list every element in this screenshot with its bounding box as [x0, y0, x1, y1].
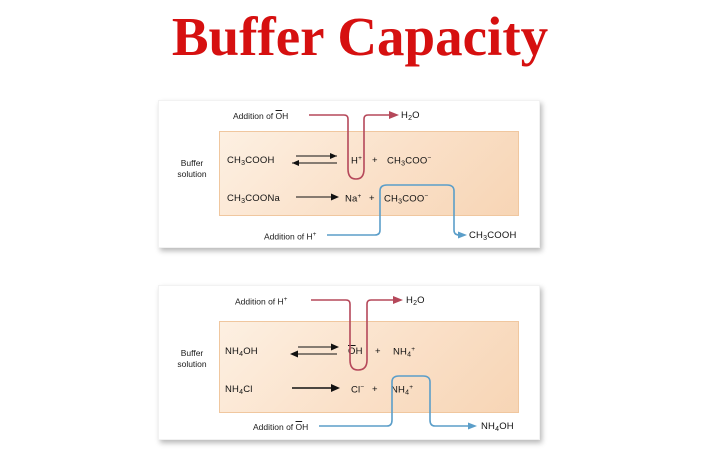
addition-of-proton-label-basic: Addition of H+ — [235, 296, 288, 307]
proton-species-acidic: H+ — [351, 155, 363, 167]
plus-sign-row1-acidic: + — [372, 155, 378, 166]
ammonium-chloride-formula: NH4Cl — [225, 384, 253, 396]
page-title: Buffer Capacity — [171, 6, 549, 67]
acetate-ion-row2: CH3COO− — [384, 193, 429, 206]
addition-of-hydroxide-label-acidic: Addition of OH — [233, 111, 289, 121]
basic-buffer-card: Buffer solution Addition of H+ H2O NH4OH… — [158, 285, 540, 440]
ammonium-ion-row2: NH4+ — [391, 384, 414, 397]
sodium-ion-species: Na+ — [345, 193, 362, 205]
plus-sign-row1-basic: + — [375, 346, 381, 357]
buffer-solution-label-basic: Buffer solution — [167, 348, 217, 370]
acetate-ion-row1: CH3COO− — [387, 155, 432, 168]
water-arrowhead-basic — [393, 296, 403, 304]
ammonium-hydroxide-formula: NH4OH — [225, 346, 258, 358]
water-product-label-acidic: H2O — [401, 110, 420, 122]
water-arrowhead-acidic — [389, 111, 399, 119]
water-product-label-basic: H2O — [406, 295, 425, 307]
addition-of-proton-label-acidic: Addition of H+ — [264, 231, 317, 242]
acetic-acid-arrowhead — [458, 231, 467, 239]
buffer-caption-line2-basic: solution — [177, 359, 207, 369]
sodium-acetate-formula: CH3COONa — [227, 193, 281, 205]
chloride-ion-species: Cl− — [351, 384, 365, 396]
hydroxide-species-basic: OH — [348, 346, 363, 357]
ammonium-hydroxide-product-label: NH4OH — [481, 421, 514, 433]
acidic-buffer-card: Buffer solution Addition of OH H2O CH3CO… — [158, 100, 540, 248]
buffer-caption-line2: solution — [177, 169, 207, 179]
acetic-acid-formula: CH3COOH — [227, 155, 275, 167]
buffer-solution-label-acidic: Buffer solution — [167, 158, 217, 180]
ammonium-hydroxide-arrowhead — [468, 422, 477, 430]
acetic-acid-product-label: CH3COOH — [469, 230, 517, 242]
addition-of-hydroxide-label-basic: Addition of OH — [253, 422, 309, 432]
buffer-solution-region-basic — [219, 321, 519, 413]
ammonium-ion-row1: NH4+ — [393, 346, 416, 359]
plus-sign-row2-acidic: + — [369, 193, 375, 204]
buffer-caption-line1: Buffer — [180, 158, 204, 168]
buffer-caption-line1-basic: Buffer — [180, 348, 204, 358]
plus-sign-row2-basic: + — [372, 384, 378, 395]
